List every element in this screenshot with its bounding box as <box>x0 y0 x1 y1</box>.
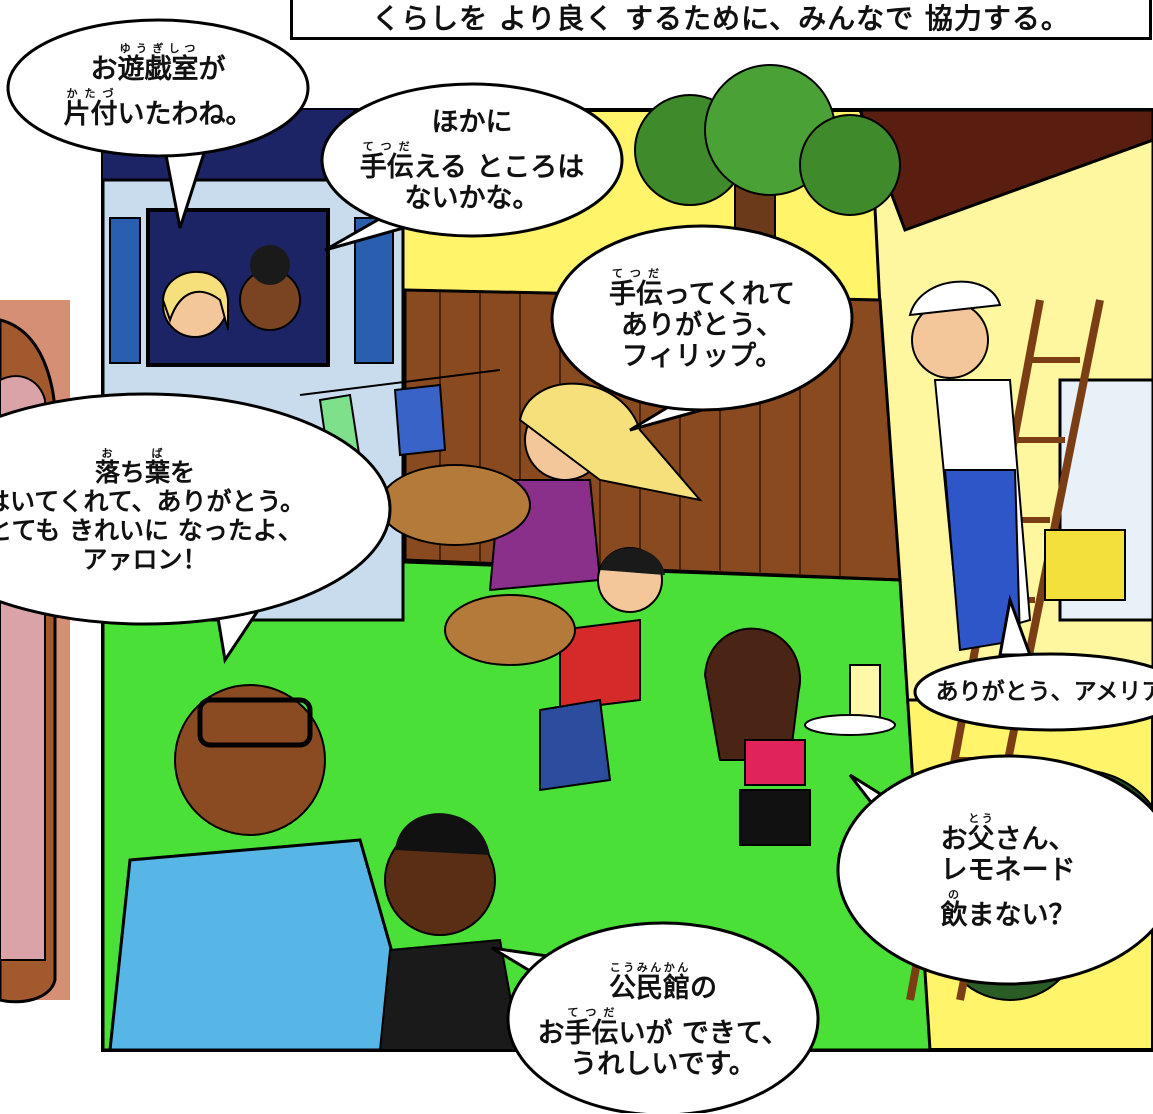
bubble-line: 片付かたづいたわね。 <box>64 87 253 128</box>
bubble-line: アァロン！ <box>82 544 208 574</box>
text-segment: お <box>90 54 118 85</box>
speech-bubble-amelia: ありがとう、アメリア <box>915 655 1153 729</box>
text-segment: お <box>940 823 968 855</box>
text-segment: いが できて、 <box>618 1017 789 1049</box>
kanji: 落 <box>94 457 120 487</box>
panel-caption: くらしを より良く するために、みんなで 協力する。 <box>290 0 1152 40</box>
bubble-line: 手伝てつだってくれて <box>609 267 795 308</box>
furigana: とう <box>967 811 995 825</box>
bubble-line: フィリップ。 <box>621 340 783 372</box>
bubble-line: お遊戯室ゆうぎしつが <box>91 42 226 83</box>
bubble-line: 飲のまない？ <box>941 888 1076 929</box>
speech-bubble-help: ほかに 手伝てつだえる ところは ないかな。 <box>322 86 622 234</box>
furigana: ゆうぎしつ <box>117 42 199 55</box>
furigana: の <box>940 887 968 901</box>
text-segment: いたわね。 <box>117 99 253 130</box>
kanji: 片付 <box>63 99 118 130</box>
bubble-line: ありがとう、アメリア <box>935 678 1153 705</box>
speech-bubble-community-center: 公民館こうみんかんの お手伝てつだいが できて、 うれしいです。 <box>508 924 818 1114</box>
text-segment: ってくれて <box>662 278 796 310</box>
furigana: お <box>94 446 120 460</box>
furigana: てつだ <box>608 266 663 280</box>
grandson-figure <box>378 813 522 1051</box>
text-segment: さん、 <box>994 823 1076 855</box>
text-segment: お <box>537 1017 565 1049</box>
kanji: 手伝 <box>608 278 663 310</box>
speech-bubble-playroom: お遊戯室ゆうぎしつが 片付かたづいたわね。 <box>8 20 308 150</box>
bubble-line: ありがとう、 <box>621 309 783 341</box>
bubble-line: はいてくれて、ありがとう。 <box>0 486 305 516</box>
kanji: 手伝 <box>564 1017 619 1049</box>
text-segment: が <box>198 54 226 85</box>
text-segment: を <box>170 457 196 487</box>
furigana: かたづ <box>63 87 118 100</box>
kanji: 手伝 <box>359 151 414 183</box>
bubble-line: 落おち葉ばを <box>95 447 195 485</box>
text-segment: の <box>690 972 717 1004</box>
kanji: 葉 <box>145 457 171 487</box>
text-segment: ち <box>119 457 145 487</box>
speech-bubble-thanks-philip: 手伝てつだってくれて ありがとう、 フィリップ。 <box>552 228 852 408</box>
bubble-line: とても きれいに なったよ、 <box>0 515 303 545</box>
speech-bubble-leaves: 落おち葉ばを はいてくれて、ありがとう。 とても きれいに なったよ、 アァロン… <box>0 395 390 623</box>
bubble-line: レモネード <box>940 854 1076 886</box>
speech-balloons <box>0 18 1153 1113</box>
bubble-line: ほかに <box>431 106 513 138</box>
kanji: 遊戯室 <box>117 54 199 85</box>
bubble-line: お手伝てつだいが できて、 <box>537 1006 788 1047</box>
furigana: てつだ <box>564 1005 619 1019</box>
furigana: てつだ <box>359 139 414 153</box>
boy-figure <box>444 547 665 792</box>
bubble-line: ないかな。 <box>404 182 540 214</box>
kanji: 飲 <box>940 899 968 931</box>
text-segment: まない？ <box>967 899 1076 931</box>
bubble-line: 手伝てつだえる ところは <box>360 140 585 181</box>
bubble-line: うれしいです。 <box>570 1048 756 1080</box>
mother-figure <box>379 382 703 592</box>
bubble-line: 公民館こうみんかんの <box>609 961 717 1002</box>
kanji: 公民館 <box>609 972 690 1004</box>
bubble-line: お父とうさん、 <box>941 812 1076 853</box>
speech-bubble-lemonade: お父とうさん、 レモネード 飲のまない？ <box>838 756 1153 984</box>
text-segment: える ところは <box>413 151 585 183</box>
painter-figure <box>908 280 1126 652</box>
furigana: こうみんかん <box>609 960 690 974</box>
furigana: ば <box>145 446 170 460</box>
kanji: 父 <box>967 823 995 855</box>
girl-with-lemonade-figure <box>703 627 896 846</box>
